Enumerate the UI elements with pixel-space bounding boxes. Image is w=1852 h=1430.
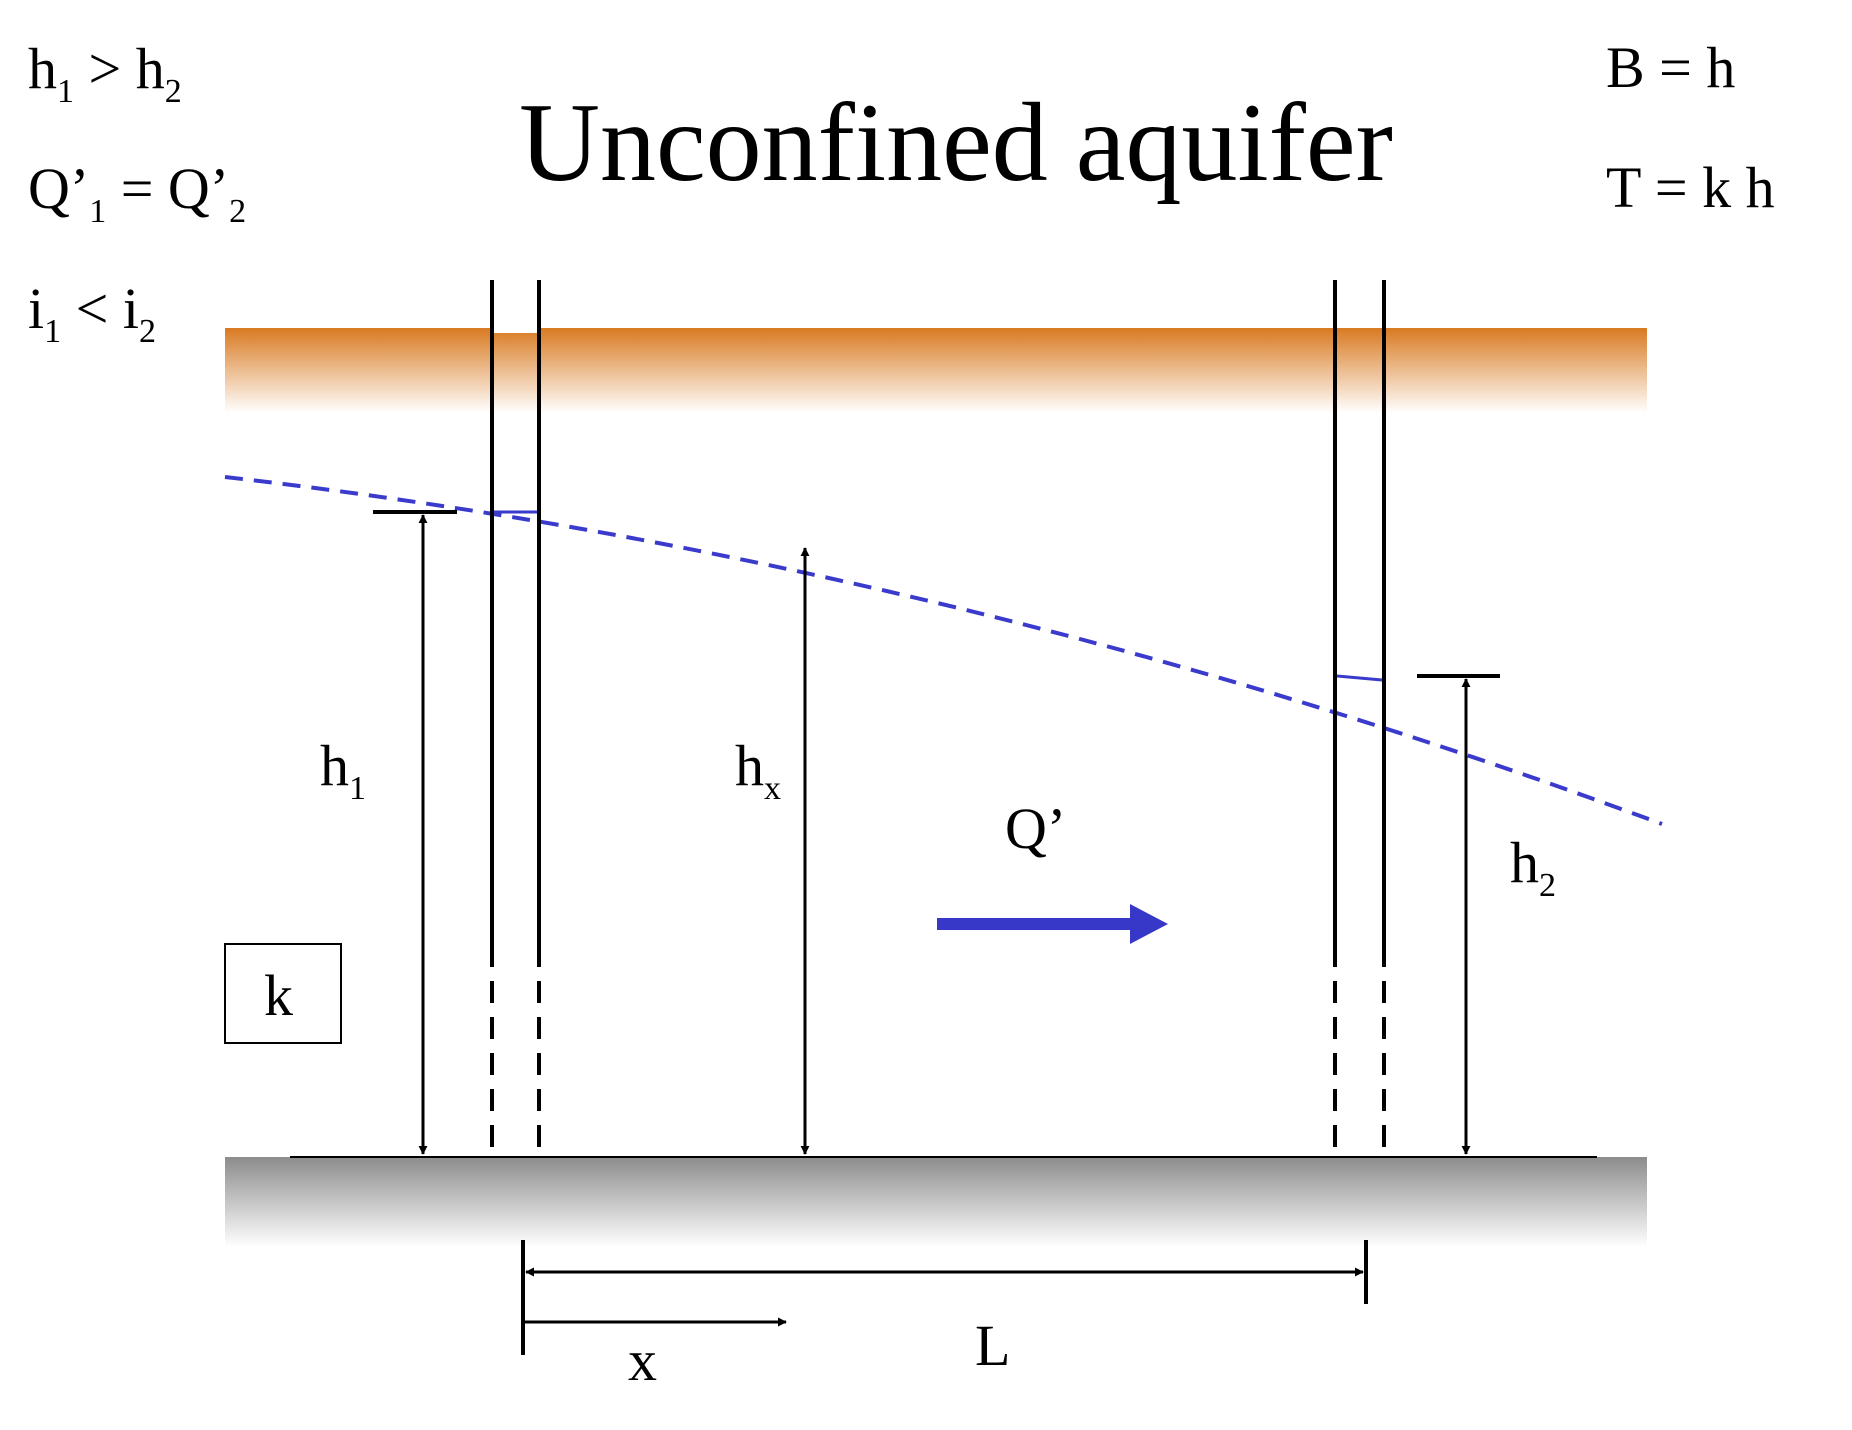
conductivity-box [224, 943, 342, 1044]
water-table-curve [224, 475, 1663, 826]
h1-label: h1 [320, 733, 366, 807]
hx-label: hx [735, 733, 781, 807]
ground-surface-layer [225, 328, 1647, 413]
condition-q1-eq-q2: Q’1 = Q’2 [28, 156, 246, 230]
relation-t-eq-kh: T = k h [1606, 155, 1775, 220]
x-label: x [628, 1328, 657, 1393]
condition-h1-gt-h2: h1 > h2 [28, 36, 182, 110]
conductivity-label: k [264, 963, 293, 1028]
l-label: L [975, 1313, 1010, 1378]
h2-label: h2 [1510, 830, 1556, 904]
right-well [1333, 280, 1386, 1157]
relation-b-eq-h: B = h [1606, 35, 1735, 100]
flow-label: Q’ [1005, 796, 1066, 861]
impermeable-base-layer [225, 1157, 1647, 1247]
left-well [490, 280, 541, 1157]
condition-i1-lt-i2: i1 < i2 [28, 276, 156, 350]
flow-arrow-head [1130, 904, 1168, 944]
diagram-title: Unconfined aquifer [519, 81, 1393, 205]
right-well-water-level [1336, 674, 1383, 682]
